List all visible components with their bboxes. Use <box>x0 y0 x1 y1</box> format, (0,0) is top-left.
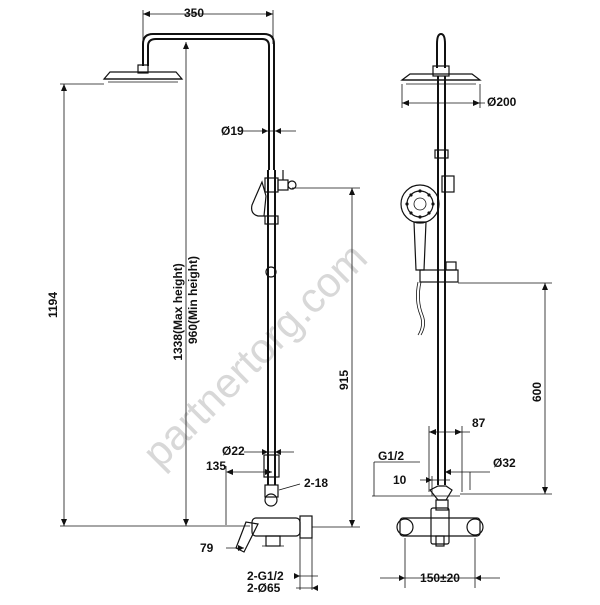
svg-text:350: 350 <box>184 6 204 20</box>
svg-text:135: 135 <box>206 459 226 473</box>
svg-text:960(Min height): 960(Min height) <box>186 256 200 344</box>
dim-d19: Ø19 <box>221 124 296 138</box>
rain-head-side <box>102 64 184 83</box>
svg-text:Ø200: Ø200 <box>487 95 517 109</box>
side-view: 350 Ø19 1194 1338(Max height) 960(Min he… <box>46 6 360 595</box>
dim-g12: G1/2 <box>373 449 420 496</box>
svg-text:Ø19: Ø19 <box>221 124 244 138</box>
svg-text:2-Ø65: 2-Ø65 <box>247 581 281 595</box>
svg-text:10: 10 <box>393 473 407 487</box>
front-view: Ø200 6 <box>372 32 552 588</box>
hand-shower <box>400 184 440 336</box>
dim-d200: Ø200 <box>401 84 517 109</box>
dim-d22: Ø22 <box>222 444 294 458</box>
svg-text:1194: 1194 <box>46 292 60 318</box>
dim-915: 915 <box>292 187 360 528</box>
front-connector <box>372 485 460 511</box>
rain-head-front <box>400 32 482 85</box>
dim-600: 600 <box>458 282 552 495</box>
svg-text:1338(Max height): 1338(Max height) <box>171 263 185 360</box>
dim-d32: Ø32 <box>445 456 516 490</box>
dim-2-18: 2-18 <box>278 476 328 491</box>
riser-front <box>419 76 459 485</box>
dim-79: 79 <box>200 541 244 555</box>
mixer-front <box>396 507 484 547</box>
svg-text:87: 87 <box>472 416 486 430</box>
dim-1194: 1194 <box>46 83 250 527</box>
svg-text:150±20: 150±20 <box>420 571 460 585</box>
dim-10: 10 <box>393 473 450 496</box>
dim-inlets: 2-G1/2 2-Ø65 <box>247 538 318 595</box>
svg-text:Ø32: Ø32 <box>493 456 516 470</box>
svg-text:600: 600 <box>530 382 544 402</box>
svg-text:2-18: 2-18 <box>304 476 328 490</box>
riser-pipe <box>251 170 297 507</box>
svg-text:2-G1/2: 2-G1/2 <box>247 569 284 583</box>
dim-150: 150±20 <box>380 538 500 588</box>
svg-text:79: 79 <box>200 541 214 555</box>
svg-text:Ø22: Ø22 <box>222 444 245 458</box>
watermark: partnertorg.com <box>133 233 376 476</box>
dim-87: 87 <box>428 416 486 492</box>
shower-arm <box>142 33 275 170</box>
svg-text:G1/2: G1/2 <box>378 449 404 463</box>
dim-heights: 1338(Max height) 960(Min height) <box>171 42 200 526</box>
mixer-side <box>235 515 313 553</box>
dim-135: 135 <box>206 459 272 525</box>
dim-350: 350 <box>142 6 274 60</box>
svg-text:915: 915 <box>337 370 351 390</box>
